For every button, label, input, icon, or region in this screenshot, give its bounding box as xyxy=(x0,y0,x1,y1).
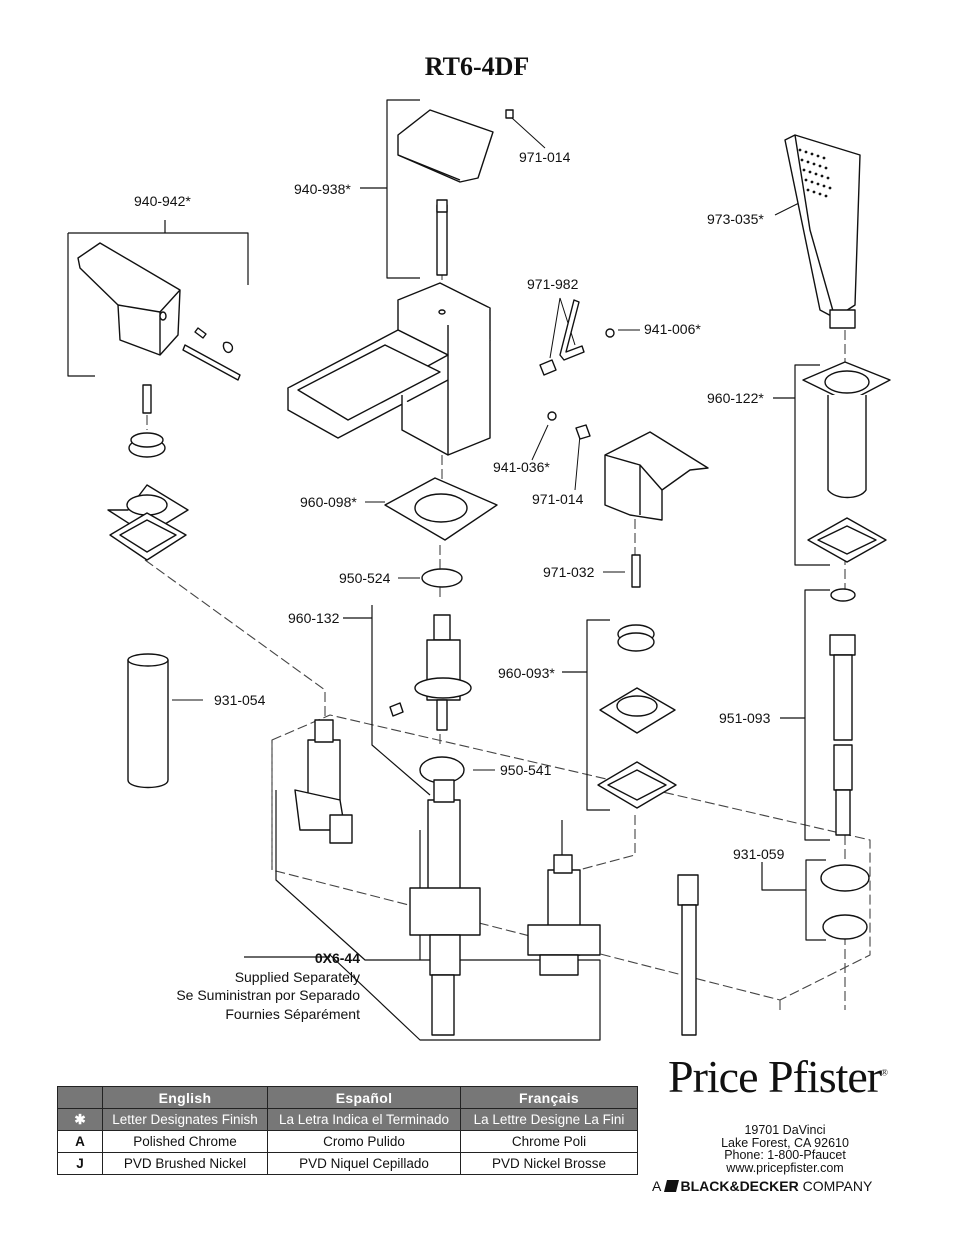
legend-cell: La Letra Indica el Terminado xyxy=(267,1108,461,1131)
legend-cell: PVD Niquel Cepillado xyxy=(267,1152,461,1175)
company-address: 19701 DaVinci Lake Forest, CA 92610 Phon… xyxy=(700,1124,870,1174)
spout-base-plates xyxy=(384,477,498,784)
part-label: 971-032 xyxy=(543,564,595,580)
part-label: 931-054 xyxy=(214,692,266,708)
address-line: 19701 DaVinci xyxy=(744,1123,826,1137)
legend-cell: Polished Chrome xyxy=(102,1130,268,1153)
part-label: 971-982 xyxy=(527,276,579,292)
rough-valve-code: 0X6-44 xyxy=(314,950,360,966)
countertop-outline xyxy=(144,270,871,1010)
legend-header-spanish: Español xyxy=(267,1086,461,1109)
part-label: 941-036* xyxy=(493,459,550,475)
legend-cell: Cromo Pulido xyxy=(267,1130,461,1153)
center-valve-cartridge xyxy=(389,614,472,731)
part-label: 973-035* xyxy=(707,211,764,227)
right-lever-handle xyxy=(597,431,709,809)
part-label: 951-093 xyxy=(719,710,771,726)
supplied-en: Supplied Separately xyxy=(234,968,360,985)
spray-face-holes xyxy=(798,148,832,198)
model-title: RT6-4DF xyxy=(424,52,530,81)
legend-header-english: English xyxy=(102,1086,268,1109)
registered-mark: ® xyxy=(881,1067,888,1078)
part-label: 960-132 xyxy=(288,610,340,626)
rough-in-valves xyxy=(294,719,699,1036)
part-label: 971-014 xyxy=(519,149,571,165)
supplied-es: Se Suministran por Separado xyxy=(176,987,360,1003)
website-link[interactable]: www.pricepfister.com xyxy=(726,1160,844,1175)
table-row: J PVD Brushed Nickel PVD Niquel Cepillad… xyxy=(57,1152,638,1175)
part-label: 950-524 xyxy=(339,570,391,586)
legend-corner xyxy=(57,1086,103,1109)
company-prefix: A xyxy=(652,1178,661,1194)
finish-code: J xyxy=(57,1152,103,1175)
part-label: 971-014 xyxy=(532,491,584,507)
phone-line: Phone: 1-800-Pfaucet xyxy=(724,1148,846,1162)
asterisk-icon: ✱ xyxy=(57,1108,103,1131)
legend-header-french: Français xyxy=(460,1086,638,1109)
legend-cell: PVD Nickel Brosse xyxy=(460,1152,638,1175)
parent-company-line: A BLACK&DECKER COMPANY xyxy=(652,1178,872,1194)
legend-cell: Letter Designates Finish xyxy=(102,1108,268,1131)
company-name: BLACK&DECKER xyxy=(680,1178,799,1194)
price-pfister-logo: Price Pfister® xyxy=(668,1050,888,1103)
escutcheon-sleeve xyxy=(127,653,169,789)
part-label: 931-059 xyxy=(733,846,785,862)
part-label: 941-006* xyxy=(644,321,701,337)
finish-code: A xyxy=(57,1130,103,1153)
address-line: Lake Forest, CA 92610 xyxy=(721,1135,849,1150)
leader-lines xyxy=(172,117,806,771)
finish-legend-table: English Español Français ✱ Letter Design… xyxy=(57,1086,638,1175)
part-label: 940-942* xyxy=(134,193,191,209)
table-row: A Polished Chrome Cromo Pulido Chrome Po… xyxy=(57,1130,638,1153)
legend-cell: Chrome Poli xyxy=(460,1130,638,1153)
legend-cell: PVD Brushed Nickel xyxy=(102,1152,268,1175)
part-label: 950-541 xyxy=(500,762,552,778)
part-label: 940-938* xyxy=(294,181,351,197)
legend-cell: La Lettre Designe La Fini xyxy=(460,1108,638,1131)
supplied-separately-note: 0X6-44 Supplied Separately Se Suministra… xyxy=(100,949,360,1023)
black-decker-hex-icon xyxy=(664,1180,680,1192)
faucet-spout-body xyxy=(287,109,514,456)
part-label: 960-122* xyxy=(707,390,764,406)
part-label: 960-098* xyxy=(300,494,357,510)
part-label: 960-093* xyxy=(498,665,555,681)
brand-name: Price Pfister xyxy=(668,1051,882,1102)
supplied-fr: Fournies Séparément xyxy=(225,1005,360,1022)
company-suffix: COMPANY xyxy=(802,1178,873,1194)
hand-shower xyxy=(784,134,891,940)
bracket-lines xyxy=(67,99,830,1041)
allen-wrench xyxy=(539,299,615,440)
left-lever-handle xyxy=(77,242,241,561)
